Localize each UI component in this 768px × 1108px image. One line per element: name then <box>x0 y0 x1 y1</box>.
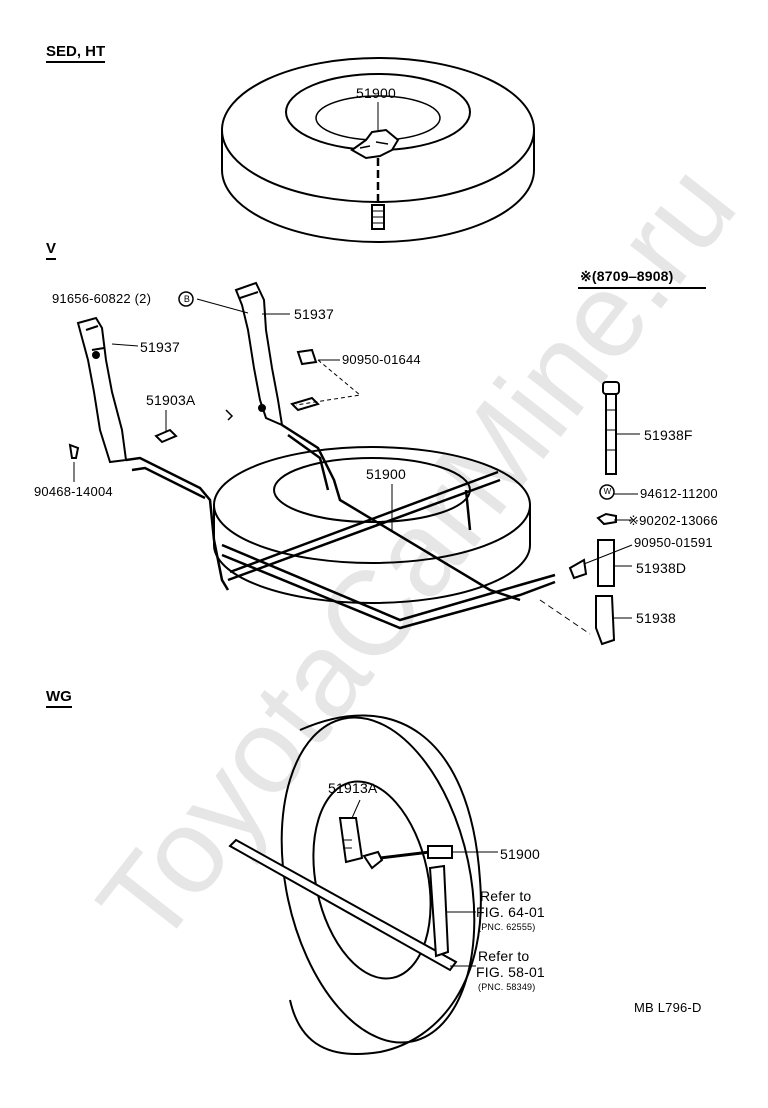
wg-clamp-plate <box>428 864 450 958</box>
part-label-51937-left: 51937 <box>140 339 180 355</box>
refer-2-line-1: Refer to <box>478 948 530 964</box>
wg-wing-bolt <box>362 845 453 870</box>
refer-1-line-3: (PNC. 62555) <box>478 922 536 932</box>
part-label-90950-01644: 90950-01644 <box>342 352 421 367</box>
part-label-51913A: 51913A <box>328 780 378 796</box>
part-label-94612-11200: 94612-11200 <box>640 486 718 501</box>
v-lock-rod-51938F <box>602 381 620 475</box>
part-label-90950-01591: 90950-01591 <box>634 535 713 550</box>
circle-w-marker <box>599 484 615 500</box>
part-label-51937-right: 51937 <box>294 306 334 322</box>
refer-2-line-2: FIG. 58-01 <box>476 964 545 980</box>
v-lock-parts <box>595 512 617 646</box>
part-label-90468-14004: 90468-14004 <box>34 484 113 499</box>
wg-leader-lines <box>351 799 498 967</box>
v-bracket-left <box>76 316 128 464</box>
circle-b-marker <box>178 291 194 307</box>
date-range-label: ※(8709‒8908) <box>580 268 674 284</box>
part-label-51938D: 51938D <box>636 560 687 576</box>
part-label-51938: 51938 <box>636 610 676 626</box>
v-carrier-frame <box>125 423 556 630</box>
circle-b-letter: B <box>183 294 191 304</box>
wg-bracket-51913A <box>338 817 364 864</box>
part-label-90202-13066: ※90202-13066 <box>628 513 718 528</box>
part-label-51900-v: 51900 <box>366 466 406 482</box>
circle-w-letter: W <box>603 487 612 496</box>
part-label-91656-60822: 91656-60822 (2) <box>52 291 152 306</box>
wg-bar <box>228 838 458 972</box>
section-v: V <box>46 240 57 260</box>
v-bracket-right <box>234 281 284 427</box>
refer-1-line-2: FIG. 64-01 <box>476 904 545 920</box>
diagram-code: MB L796-D <box>634 1000 702 1015</box>
refer-2-line-3: (PNC. 58349) <box>478 982 536 992</box>
refer-1-line-1: Refer to <box>480 888 532 904</box>
section-wg: WG <box>46 688 72 708</box>
v-small-parts <box>68 348 588 580</box>
part-label-51903A: 51903A <box>146 392 196 408</box>
v-leader-lines <box>73 287 706 635</box>
part-label-51938F: 51938F <box>644 427 693 443</box>
section-sed-ht: SED, HT <box>46 43 106 63</box>
part-label-51900-sed: 51900 <box>356 85 396 101</box>
part-label-51900-wg: 51900 <box>500 846 540 862</box>
sed-ht-clamp-bolt <box>350 128 400 230</box>
